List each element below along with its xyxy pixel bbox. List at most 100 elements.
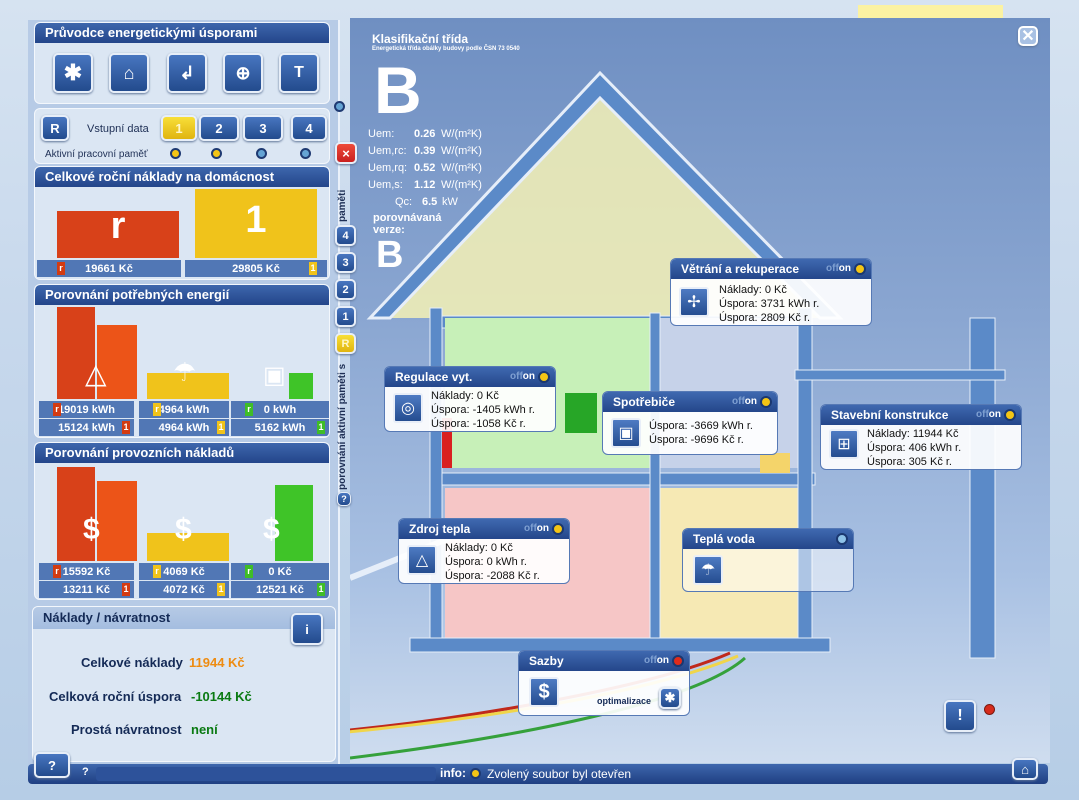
heat-source-on[interactable]: on	[536, 523, 549, 534]
tariffs-on[interactable]: on	[656, 655, 669, 666]
memory-slot-4[interactable]: 4	[291, 115, 327, 141]
regulation-status-dot[interactable]	[538, 371, 550, 383]
construction-on[interactable]: on	[988, 409, 1001, 420]
tariffs-header: Sazby offon	[519, 651, 689, 671]
ventilation-off[interactable]: off	[826, 263, 839, 274]
dollar-icon-3: $	[263, 513, 280, 546]
annual-costs-title: Celkové roční náklady na domácnost	[35, 167, 329, 187]
ventilation-onoff[interactable]: offon	[826, 263, 851, 274]
operating-panel: Porovnání provozních nákladů $ $ $ 15592…	[34, 442, 330, 600]
document-icon[interactable]: T	[279, 53, 319, 93]
annual-bar-1	[195, 189, 317, 258]
regulation-off[interactable]: off	[510, 371, 523, 382]
appliances-onoff[interactable]: offon	[732, 396, 757, 407]
active-memory-label: Aktivní pracovní paměť	[45, 149, 148, 160]
appliances-off[interactable]: off	[732, 396, 745, 407]
floor-icon[interactable]: ↲	[167, 53, 207, 93]
add-house-icon[interactable]: ⊕	[223, 53, 263, 93]
snowflake-icon[interactable]: ✱	[53, 53, 93, 93]
warning-button[interactable]: !	[944, 700, 976, 732]
annual-tag-r: r	[57, 262, 65, 275]
tariffs-onoff[interactable]: offon	[644, 655, 669, 666]
construction-onoff[interactable]: offon	[976, 409, 1001, 420]
delete-memory-button[interactable]: ×	[335, 142, 357, 164]
side-slot-r[interactable]: R	[335, 333, 356, 354]
appliances-status-dot[interactable]	[760, 396, 772, 408]
window-icon[interactable]: ⊞	[829, 429, 859, 459]
ventilation-on[interactable]: on	[838, 263, 851, 274]
payback-panel: Náklady / návratnost i Celkové náklady 1…	[32, 606, 336, 762]
washer-icon-dialog[interactable]: ▣	[611, 418, 641, 448]
appliances-line-1: Úspora: -3669 kWh r.	[649, 420, 753, 432]
construction-off[interactable]: off	[976, 409, 989, 420]
memory-dot-2[interactable]	[211, 148, 222, 159]
side-slot-1[interactable]: 1	[335, 306, 356, 327]
operating-bottom-value-3: 12521 Kč	[256, 583, 304, 596]
info-label: info:	[440, 766, 466, 780]
regulation-on[interactable]: on	[522, 371, 535, 382]
hot-water-status-dot[interactable]	[836, 533, 848, 545]
boiler-icon[interactable]: △	[407, 545, 437, 575]
class-unit-5: kW	[442, 196, 458, 208]
thermostat-icon[interactable]: ◎	[393, 393, 423, 423]
compare-letter: B	[376, 234, 404, 276]
side-label-top: paměti	[337, 189, 348, 222]
class-key-2: Uem,rc:	[368, 145, 407, 157]
memory-r-button[interactable]: R	[41, 115, 69, 141]
heat-source-status-dot[interactable]	[552, 523, 564, 535]
tariff-dollar-icon[interactable]: $	[529, 677, 559, 707]
operating-tag-1-1: 1	[122, 583, 130, 596]
info-button[interactable]: i	[291, 613, 323, 645]
home-icon[interactable]: ⌂	[1012, 758, 1038, 780]
construction-title: Stavební konstrukce	[831, 408, 949, 422]
roof-icon[interactable]: ⌂	[109, 53, 149, 93]
total-costs-label: Celkové náklady	[81, 655, 183, 670]
total-costs-value: 11944 Kč	[189, 655, 245, 670]
energy-tag-r-1: r	[53, 403, 61, 416]
operating-tag-1-2: 1	[217, 583, 225, 596]
construction-dialog: Stavební konstrukce offon ⊞ Náklady: 119…	[820, 404, 1022, 470]
side-help-button[interactable]: ?	[337, 492, 351, 506]
regulation-line-3: Úspora: -1058 Kč r.	[431, 418, 526, 430]
memory-slot-2[interactable]: 2	[199, 115, 239, 141]
memory-dot-1[interactable]	[170, 148, 181, 159]
annual-one-letter: 1	[245, 199, 267, 241]
memory-slot-3[interactable]: 3	[243, 115, 283, 141]
tariffs-status-dot[interactable]	[672, 655, 684, 667]
close-icon[interactable]: ✕	[1018, 26, 1038, 46]
fan-icon[interactable]: ✢	[679, 287, 709, 317]
memory-dot-4[interactable]	[300, 148, 311, 159]
memory-slot-1[interactable]: 1	[161, 115, 197, 141]
appliances-line-2: Úspora: -9696 Kč r.	[649, 434, 744, 446]
ventilation-status-dot[interactable]	[854, 263, 866, 275]
construction-line-1: Náklady: 11944 Kč	[867, 428, 959, 440]
side-slot-4[interactable]: 4	[335, 225, 356, 246]
energy-top-bar-3: 0 kWh	[231, 401, 329, 418]
regulation-onoff[interactable]: offon	[510, 371, 535, 382]
help-button[interactable]: ?	[34, 752, 70, 778]
class-value-1: 0.26	[414, 128, 436, 140]
construction-status-dot[interactable]	[1004, 409, 1016, 421]
optimization-button[interactable]: ✱	[659, 687, 681, 709]
memory-dot-3[interactable]	[256, 148, 267, 159]
energy-top-value-1: 19019 kWh	[58, 403, 115, 416]
appliances-on[interactable]: on	[744, 396, 757, 407]
energy-tag-r-2: r	[153, 403, 161, 416]
heat-source-title: Zdroj tepla	[409, 522, 471, 536]
op-bar-water	[147, 533, 229, 561]
shower-icon-dialog[interactable]: ☂	[693, 555, 723, 585]
heat-source-onoff[interactable]: offon	[524, 523, 549, 534]
compare-label-1: porovnávaná	[373, 212, 442, 224]
help-small[interactable]: ?	[82, 766, 89, 778]
op-bar-heat-1	[97, 481, 137, 561]
heat-source-off[interactable]: off	[524, 523, 537, 534]
side-slot-3[interactable]: 3	[335, 252, 356, 273]
heat-source-line-2: Úspora: 0 kWh r.	[445, 556, 527, 568]
energy-title: Porovnání potřebných energií	[35, 285, 329, 305]
tariffs-off[interactable]: off	[644, 655, 657, 666]
side-slot-2[interactable]: 2	[335, 279, 356, 300]
